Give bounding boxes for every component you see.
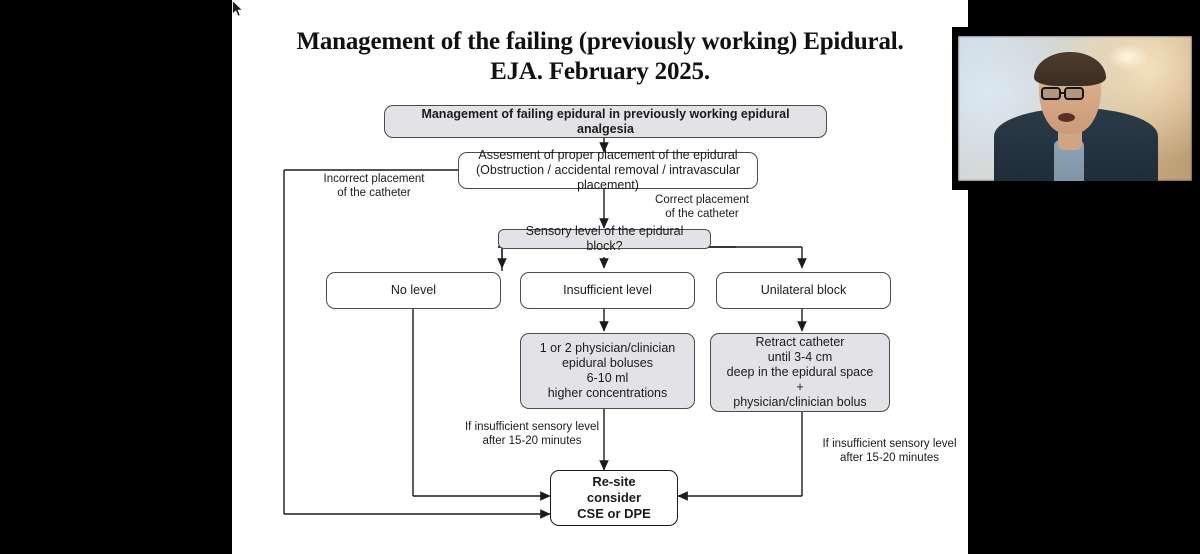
node-resite-label: Re-site consider CSE or DPE [577, 474, 651, 521]
node-assessment-label: Assesment of proper placement of the epi… [476, 148, 740, 192]
node-no-level: No level [326, 272, 501, 309]
node-retract-catheter: Retract catheter until 3-4 cm deep in th… [710, 333, 890, 412]
node-insufficient-level: Insufficient level [520, 272, 695, 309]
slide-title: Management of the failing (previously wo… [232, 27, 968, 87]
slide-title-line-2: EJA. February 2025. [490, 58, 710, 85]
flowchart: Management of failing epidural in previo… [232, 0, 968, 554]
edge-label-insufficient-left: If insufficient sensory level after 15-2… [464, 421, 600, 447]
edge-label-insufficient-right: If insufficient sensory level after 15-2… [822, 438, 957, 464]
webcam-video-frame [958, 36, 1192, 181]
edge-label-correct-placement: Correct placement of the catheter [655, 194, 749, 220]
glasses-right-lens-icon [1064, 87, 1084, 100]
edge-label-incorrect-placement: Incorrect placement of the catheter [323, 173, 425, 199]
node-retract-catheter-label: Retract catheter until 3-4 cm deep in th… [726, 335, 874, 409]
node-unilateral-block: Unilateral block [716, 272, 891, 309]
glasses-left-lens-icon [1041, 87, 1061, 100]
presentation-slide: Management of the failing (previously wo… [232, 0, 968, 554]
node-insufficient-level-label: Insufficient level [563, 283, 652, 297]
node-epidural-boluses-label: 1 or 2 physician/clinician epidural bolu… [539, 341, 676, 400]
webcam-overlay[interactable] [952, 27, 1200, 190]
node-no-level-label: No level [390, 283, 437, 297]
presenter-mouth [1058, 113, 1075, 122]
node-assessment: Assesment of proper placement of the epi… [458, 148, 758, 192]
glasses-bridge-icon [1061, 92, 1064, 94]
node-sensory-level-label: Sensory level of the epidural block? [525, 224, 684, 253]
node-root-label: Management of failing epidural in previo… [421, 106, 790, 136]
node-root: Management of failing epidural in previo… [384, 105, 827, 138]
node-unilateral-block-label: Unilateral block [760, 283, 847, 297]
node-epidural-boluses: 1 or 2 physician/clinician epidural bolu… [520, 333, 695, 409]
webcam-lamp-highlight [1108, 44, 1148, 70]
node-sensory-level: Sensory level of the epidural block? [498, 224, 711, 253]
presenter-hair [1034, 52, 1106, 86]
node-resite: Re-site consider CSE or DPE [550, 470, 678, 526]
slide-title-line-1: Management of the failing (previously wo… [296, 28, 904, 55]
